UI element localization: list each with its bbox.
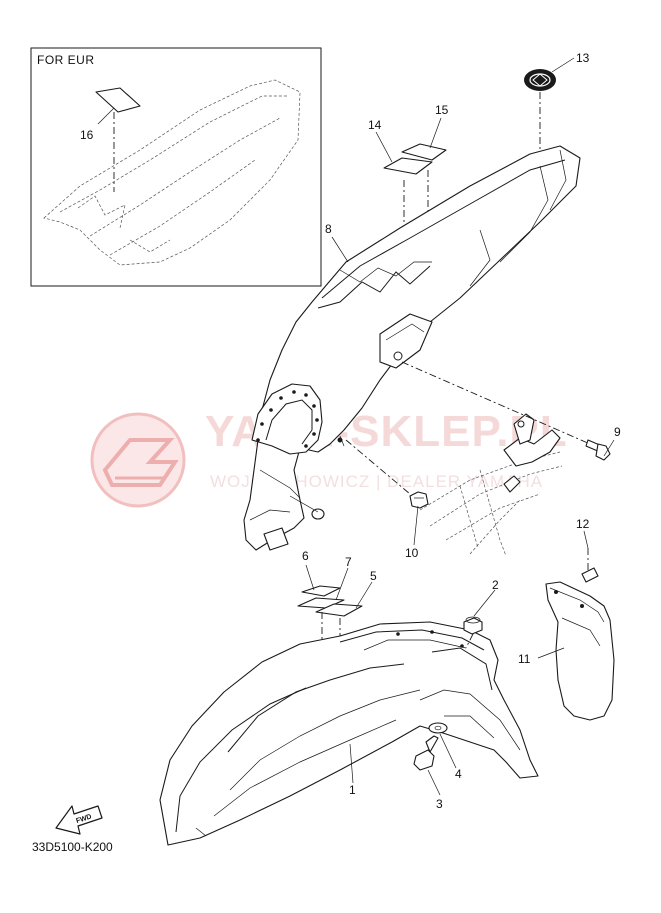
decal-6 [301,585,341,597]
inset-title: FOR EUR [37,53,95,67]
callout-5: 5 [370,569,377,583]
callout-11: 11 [518,652,531,666]
callout-6: 6 [302,549,309,563]
diagram-code: 33D5100-K200 [32,840,113,854]
inset-frame [30,47,322,287]
decal-14 [383,157,433,175]
callout-15: 15 [435,103,449,117]
bolt-9 [585,439,611,461]
callouts: 1 2 3 4 5 6 7 8 9 10 11 12 13 14 15 16 [80,51,621,811]
fwd-arrow-icon: FWD [55,805,103,835]
callout-2: 2 [492,578,499,592]
screw-12 [581,567,599,583]
subframe-bracket [503,413,561,493]
callout-3: 3 [436,797,443,811]
seat-decal-16 [95,87,141,113]
decal-7 [297,597,345,609]
front-fender-1 [159,621,539,846]
mud-flap-11 [545,581,615,721]
callout-10: 10 [405,546,419,560]
callout-12: 12 [576,517,590,531]
emblem-13 [524,69,556,91]
callout-8: 8 [325,222,332,236]
callout-14: 14 [368,118,382,132]
callout-1: 1 [349,783,356,797]
inset-for-eur: FOR EUR [30,47,322,287]
watermark-logo-icon [90,412,186,508]
callout-13: 13 [576,51,590,65]
callout-16: 16 [80,128,94,142]
decal-5 [315,603,363,617]
callout-7: 7 [345,555,352,569]
decal-15 [401,143,447,161]
subframe-outline [419,451,563,557]
rear-fender-8 [243,145,581,551]
collar-2 [463,616,483,635]
washer-4 [428,722,448,734]
callout-4: 4 [455,767,462,781]
bolt-10 [409,491,429,509]
callout-9: 9 [614,425,621,439]
bolt-3 [413,735,439,771]
inset-rear-fender-outline [43,79,301,266]
fwd-label: FWD [75,813,92,825]
leader-lines [97,57,615,796]
